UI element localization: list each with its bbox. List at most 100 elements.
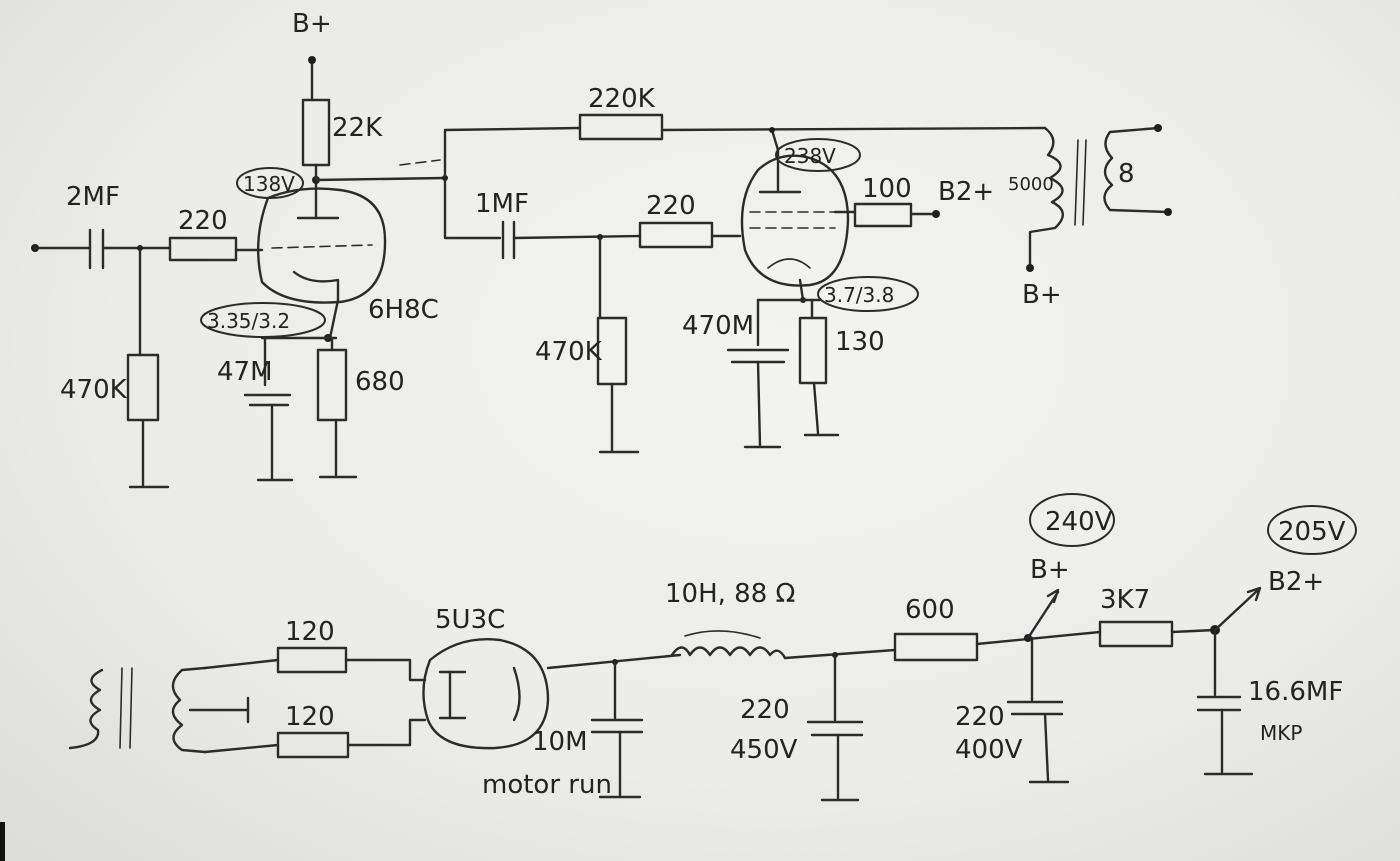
bplus-right-terminal [1026,264,1034,272]
speaker-terminal-2 [1164,208,1172,216]
wire-feedback-left [443,126,582,180]
label-choke: 10H, 88 Ω [665,579,795,609]
ground-680 [318,418,358,479]
bubble-205v [1267,505,1357,555]
tube-power [740,154,850,287]
label-238v: 238V [784,144,836,168]
bubble-238v [775,138,861,172]
wire-120a-in [203,658,280,670]
ground-220-450 [820,733,860,802]
xfmr-primary [1028,126,1064,267]
resistor-220-grid1 [168,236,238,262]
resistor-220k [578,113,664,141]
ground-470k-1 [128,418,170,489]
wire-cathode1 [328,298,340,340]
label-8: 8 [1118,159,1135,189]
label-3-7v: 3.7/3.8 [824,283,894,307]
resistor-120-b [276,731,350,759]
resistor-220-grid2 [638,221,714,249]
bubble-138v [236,167,304,199]
label-bplus-top: B+ [292,9,332,39]
resistor-3k7 [1098,620,1174,648]
tube2-heater [767,258,811,269]
label-bplus-psu: B+ [1030,555,1070,585]
wire-120a-out [344,658,427,682]
ptx-secondary [171,666,207,754]
resistor-22k [301,98,331,167]
rect-filament [512,666,521,722]
label-240v: 240V [1045,507,1113,537]
bubble-3-35v [200,302,326,338]
ptx-primary [68,668,104,750]
cap-10u [590,660,644,734]
label-220-grid1: 220 [178,206,228,236]
label-600: 600 [905,595,955,625]
label-220k: 220K [588,84,656,114]
wire-cathode2 [798,278,805,302]
tube-5u3c [422,638,550,750]
resistor-120-a [276,646,348,674]
ground-130 [803,381,840,437]
label-bplus-right: B+ [1022,280,1062,310]
bubble-240v [1029,493,1115,547]
label-2uf: 2MF [66,182,120,212]
wire-stray [399,159,441,166]
label-5000: 5000 [1008,174,1054,195]
label-220-400: 220 [955,702,1005,732]
arrow-bplus-psu [1026,588,1060,640]
label-680: 680 [355,367,405,397]
resistor-680 [316,348,348,422]
cap-1uf [501,220,516,260]
tube1-cathode [292,270,340,302]
label-1uf: 1MF [475,189,529,219]
label-138v: 138V [243,172,295,196]
wire-feedback-right [660,126,1047,132]
cap-220-400 [1006,636,1064,716]
ptx-core [119,667,133,749]
label-120-a: 120 [285,617,335,647]
ground-470k-2 [598,382,640,454]
ground-10u [598,730,642,799]
label-10u: 10M [532,727,588,757]
label-400v: 400V [955,735,1023,765]
label-3k7: 3K7 [1100,585,1150,615]
cap-16-6uf [1196,628,1242,712]
wire-coupling-down [443,176,502,240]
wire-120b-in [203,743,280,754]
tube1-grid [271,244,373,249]
rect-plates [438,670,467,720]
resistor-130 [798,316,828,385]
resistor-470k-2 [596,316,628,386]
wire-3k7-out [1170,628,1217,634]
photo-edge [0,822,5,861]
ground-470u [743,360,782,449]
choke-coil [670,646,787,660]
label-motor-run: motor run [482,770,612,800]
label-120-b: 120 [285,702,335,732]
label-6h8c: 6H8C [368,295,439,325]
arrow-b2plus-psu [1213,586,1262,632]
label-205v: 205V [1278,517,1346,547]
label-mkp: MKP [1260,721,1302,745]
wire-120b-out [346,718,427,747]
label-220-grid2: 220 [646,191,696,221]
xfmr-secondary [1103,126,1170,214]
cap-47u [243,336,292,407]
label-16-6uf: 16.6MF [1248,677,1343,707]
wire-grid2 [512,234,642,240]
ground-220-400 [1028,712,1070,784]
resistor-100 [853,202,913,228]
bubble-3-7v [817,276,919,312]
xfmr-core [1074,139,1087,226]
label-100: 100 [862,174,912,204]
label-3-35v: 3.35/3.2 [207,309,290,333]
label-220-450: 220 [740,695,790,725]
choke-core [684,630,761,639]
tube-6h8c [256,187,387,304]
label-470k-1: 470K [60,375,128,405]
label-b2plus-psu: B2+ [1268,567,1324,597]
label-470u: 470M [682,311,754,341]
b2plus-top-terminal [932,210,940,218]
